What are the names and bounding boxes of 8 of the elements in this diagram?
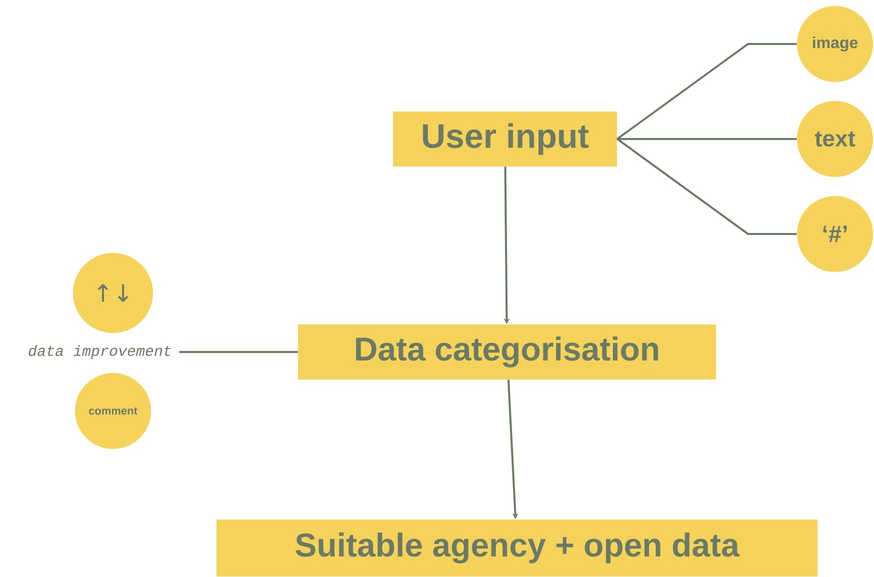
process-box: Data categorisation: [298, 324, 716, 380]
connector: [617, 138, 797, 140]
connector: [616, 43, 797, 140]
annotation-text: data improvement: [28, 345, 171, 359]
connector: [179, 351, 298, 353]
connector: [616, 138, 797, 235]
process-box: Suitable agency + open data: [216, 520, 818, 576]
process-box: User input: [393, 112, 617, 166]
